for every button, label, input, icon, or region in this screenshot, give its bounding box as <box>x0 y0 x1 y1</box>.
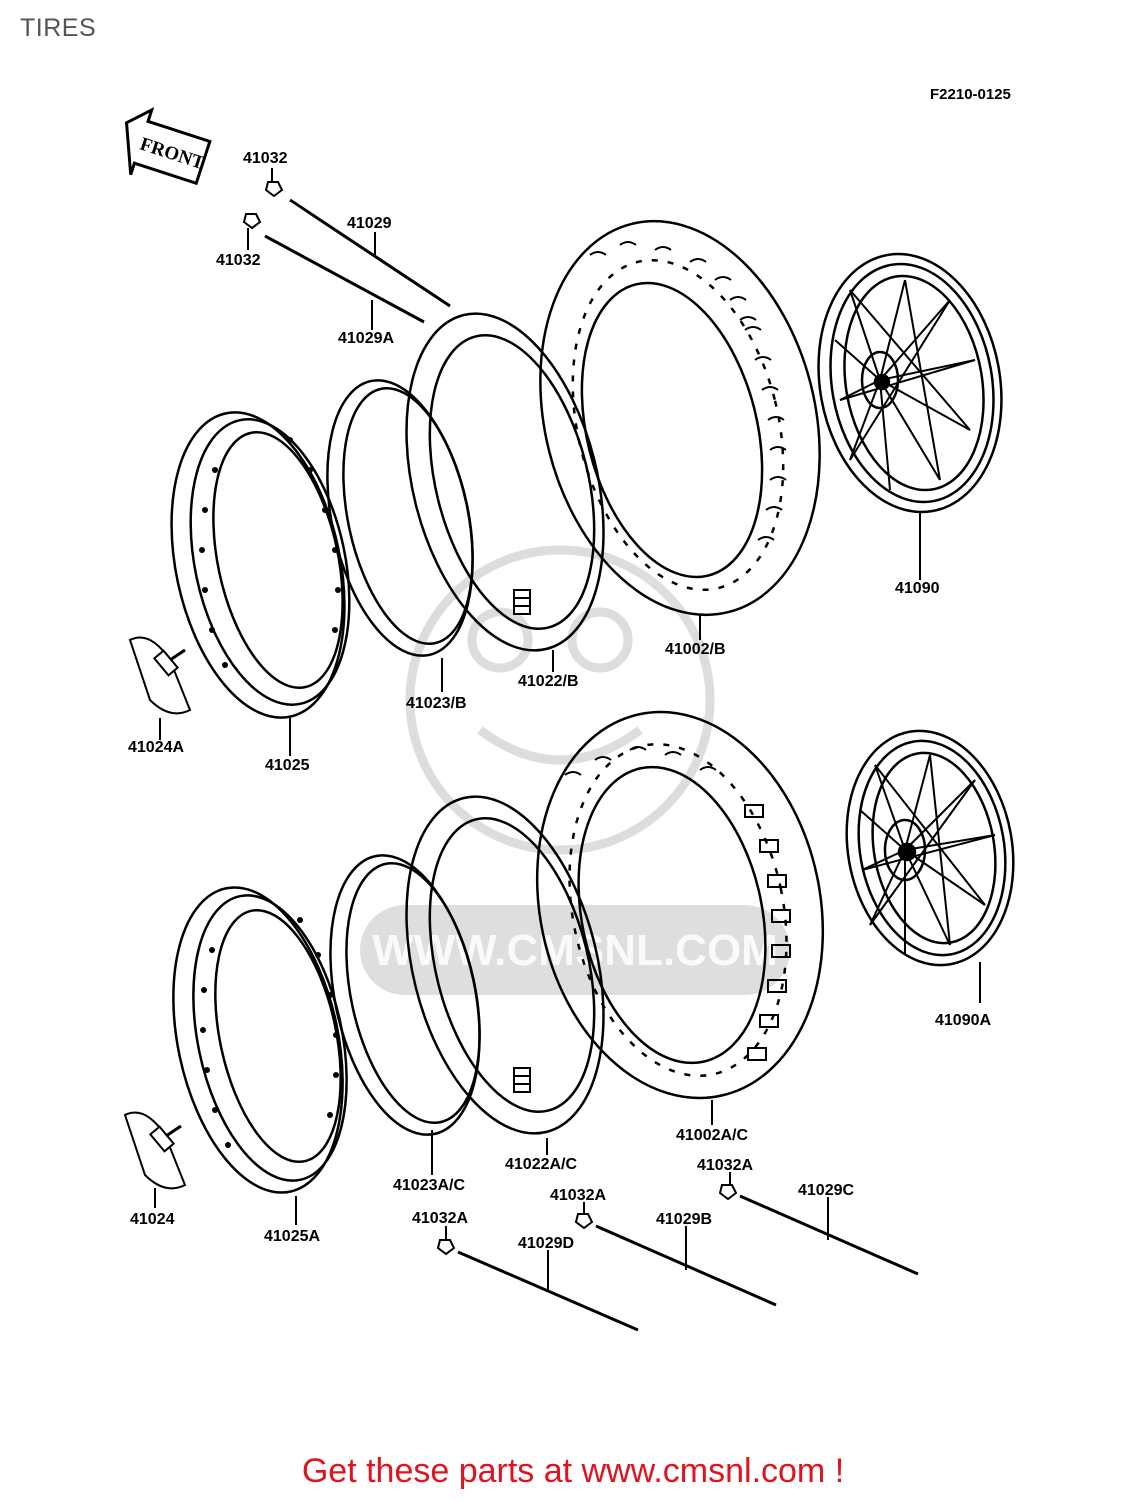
rim-band-41023B <box>326 379 474 657</box>
spoke-nipple-41032A-3 <box>436 1239 456 1256</box>
page-title: TIRES <box>20 14 97 42</box>
rim-41025A <box>172 886 348 1194</box>
label-41022B: 41022/B <box>518 673 579 690</box>
label-41032-top: 41032 <box>243 150 288 167</box>
spoke-nipple-41032-top <box>264 181 284 198</box>
tube-41022AC <box>405 795 605 1135</box>
rim-lock-41024 <box>123 1111 187 1190</box>
footer-link[interactable]: Get these parts at www.cmsnl.com ! <box>301 1452 845 1490</box>
spoke-41029A <box>264 234 425 324</box>
label-41029C: 41029C <box>798 1182 854 1199</box>
label-41025: 41025 <box>265 757 310 774</box>
label-41023AC: 41023A/C <box>393 1177 465 1194</box>
label-41029B: 41029B <box>656 1211 712 1228</box>
valve-stem-bottom-icon <box>513 1067 531 1093</box>
label-41002B: 41002/B <box>665 641 726 658</box>
watermark-logo <box>360 545 790 995</box>
spoke-nipple-41032A-2 <box>574 1213 594 1230</box>
label-41024A: 41024A <box>128 739 184 756</box>
tube-41022B <box>405 312 605 652</box>
tire-41002AC <box>535 710 825 1100</box>
rim-41025-holes <box>199 437 341 668</box>
label-41029D: 41029D <box>518 1235 574 1252</box>
tire-41002AC-tread <box>564 746 791 1061</box>
rim-41025A-holes <box>200 917 339 1148</box>
valve-stem-top-icon <box>513 589 531 615</box>
label-41024: 41024 <box>130 1211 175 1228</box>
leader-lines-bottom <box>154 962 981 1292</box>
tire-41002B-tread <box>589 241 787 541</box>
spoke-nipple-41032A-1 <box>718 1184 738 1201</box>
label-41025A: 41025A <box>264 1228 320 1245</box>
label-41032A-2: 41032A <box>550 1187 606 1204</box>
label-41032-low: 41032 <box>216 252 261 269</box>
label-41090: 41090 <box>895 580 940 597</box>
wheel-assembly-41090 <box>817 252 1003 514</box>
label-41032A-1: 41032A <box>697 1157 753 1174</box>
tire-41002B <box>539 219 821 617</box>
wheel-41090A-spokes <box>859 754 996 955</box>
parts-diagram: WWW.CMSNL.COM FRONT <box>123 106 1015 1332</box>
leader-lines-top <box>159 168 921 756</box>
front-arrow-icon: FRONT <box>124 106 212 186</box>
spoke-41029 <box>289 198 451 308</box>
diagram-code: F2210-0125 <box>930 86 1011 103</box>
spoke-nipple-41032-low <box>242 213 262 230</box>
label-41002AC: 41002A/C <box>676 1127 748 1144</box>
wheel-41090-spokes <box>834 279 976 491</box>
rim-lock-41024A <box>128 636 192 715</box>
label-41090A: 41090A <box>935 1012 991 1029</box>
label-41032A-3: 41032A <box>412 1210 468 1227</box>
label-41029: 41029 <box>347 215 392 232</box>
label-41023B: 41023/B <box>406 695 467 712</box>
label-41022AC: 41022A/C <box>505 1156 577 1173</box>
rim-band-41023AC <box>329 854 481 1136</box>
label-41029A: 41029A <box>338 330 394 347</box>
